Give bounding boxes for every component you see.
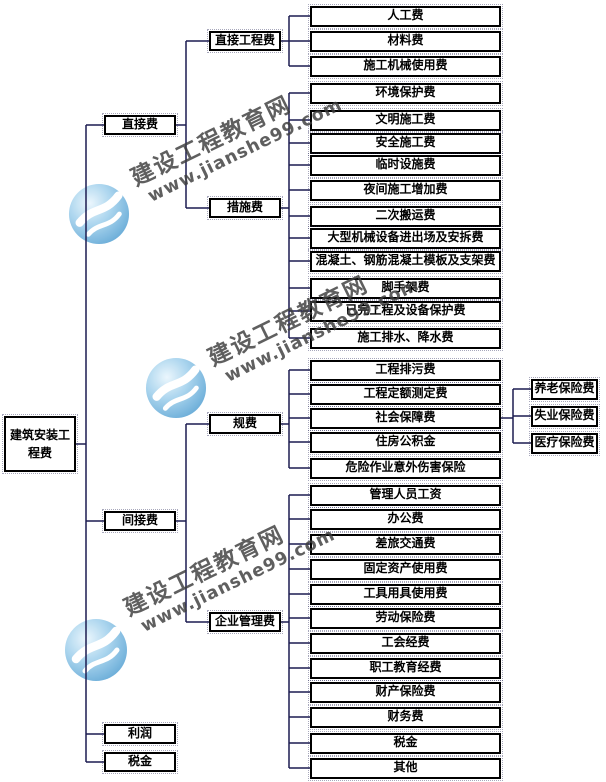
tree-node: 财产保险费 xyxy=(308,679,503,705)
tree-node: 夜间施工增加费 xyxy=(308,177,503,203)
tree-node: 工会经费 xyxy=(308,630,503,656)
tree-node: 二次搬运费 xyxy=(308,203,503,229)
tree-node: 社会保障费 xyxy=(308,405,503,431)
tree-node: 施工机械使用费 xyxy=(308,53,503,79)
jianshe-logo-icon xyxy=(68,183,130,245)
tree-node: 工程排污费 xyxy=(308,357,503,383)
tree-node: 施工排水、降水费 xyxy=(308,325,503,351)
tree-node: 大型机械设备进出场及安拆费 xyxy=(308,225,503,251)
tree-node: 财务费 xyxy=(308,704,503,730)
tree-node: 职工教育经费 xyxy=(308,655,503,681)
tree-node: 办公费 xyxy=(308,506,503,532)
tree-node: 措施费 xyxy=(207,196,283,220)
tree-node: 规费 xyxy=(207,412,283,436)
tree-node: 直接工程费 xyxy=(207,29,283,53)
tree-node: 差旅交通费 xyxy=(308,531,503,557)
tree-node: 住房公积金 xyxy=(308,429,503,455)
tree-node: 管理人员工资 xyxy=(308,482,503,508)
tree-node: 劳动保险费 xyxy=(308,605,503,631)
tree-node: 脚手架费 xyxy=(308,275,503,301)
tree-node: 税金 xyxy=(308,730,503,756)
tree-node: 已完工程及设备保护费 xyxy=(308,298,503,324)
tree-node: 固定资产使用费 xyxy=(308,556,503,582)
tree-node: 其他 xyxy=(308,755,503,781)
tree-node: 工程定额测定费 xyxy=(308,381,503,407)
tree-node: 环境保护费 xyxy=(308,80,503,106)
tree-node: 养老保险费 xyxy=(529,376,600,402)
tree-node: 工具用具使用费 xyxy=(308,581,503,607)
tree-node: 间接费 xyxy=(102,509,178,533)
tree-node: 文明施工费 xyxy=(308,107,503,133)
jianshe-logo-icon xyxy=(145,357,207,419)
tree-node: 直接费 xyxy=(102,113,178,137)
tree-node: 材料费 xyxy=(308,28,503,54)
tree-node: 医疗保险费 xyxy=(529,430,600,456)
tree-node: 危险作业意外伤害保险 xyxy=(308,455,503,481)
tree-node: 安全施工费 xyxy=(308,130,503,156)
tree-node: 人工费 xyxy=(308,3,503,29)
tree-node: 税金 xyxy=(102,750,178,774)
tree-node: 建筑安装工程费 xyxy=(2,414,78,474)
tree-node: 失业保险费 xyxy=(529,403,600,429)
tree-node: 利润 xyxy=(102,722,178,746)
tree-node: 混凝土、钢筋混凝土模板及支架费 xyxy=(308,248,503,274)
tree-node: 临时设施费 xyxy=(308,152,503,178)
tree-node: 企业管理费 xyxy=(207,610,283,634)
jianshe-logo-icon xyxy=(65,619,127,681)
